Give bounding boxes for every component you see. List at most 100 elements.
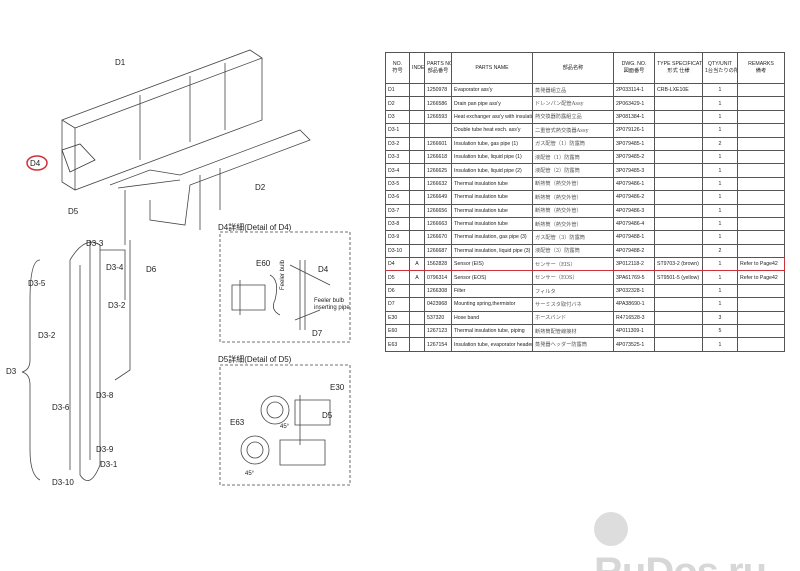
table-cell: 2P033114-1 bbox=[613, 82, 655, 98]
table-cell: 1 bbox=[702, 203, 738, 218]
table-cell: 1266601 bbox=[424, 136, 452, 151]
table-cell: 1 bbox=[702, 283, 738, 299]
d4-callout-circle bbox=[26, 155, 48, 171]
table-cell: 1266649 bbox=[424, 190, 452, 205]
label-e30: E30 bbox=[330, 383, 345, 392]
table-cell: 2P079126-1 bbox=[613, 123, 655, 138]
table-cell bbox=[737, 109, 785, 125]
table-cell bbox=[409, 109, 425, 125]
watermark: RuDos.ru bbox=[594, 505, 800, 571]
table-cell: 1 bbox=[702, 270, 738, 285]
table-cell: 4P079488-1 bbox=[613, 230, 655, 245]
table-cell: Insulation tube, gas pipe (1) bbox=[451, 136, 533, 151]
table-cell: 1 bbox=[702, 190, 738, 205]
table-cell: 1266625 bbox=[424, 163, 452, 178]
table-cell: ガス配管（1）防露筒 bbox=[532, 136, 614, 151]
table-cell bbox=[737, 149, 785, 165]
table-cell: D3-6 bbox=[385, 190, 410, 205]
label-inserting-pipe-1: Feeler bulb bbox=[314, 298, 345, 304]
coil bbox=[61, 143, 96, 173]
table-cell: Thermal insulation tube bbox=[451, 203, 533, 218]
table-cell: 1 bbox=[702, 337, 738, 352]
table-cell: D3-8 bbox=[385, 216, 410, 232]
table-cell bbox=[737, 243, 785, 259]
table-cell bbox=[737, 96, 785, 111]
header-text: 図面番号 bbox=[623, 68, 645, 74]
header-text: 符号 bbox=[392, 68, 403, 74]
table-cell: 2 bbox=[702, 136, 738, 151]
label-d4: D4 bbox=[30, 159, 41, 168]
header-text: INDEX bbox=[412, 64, 425, 71]
table-cell: Thermal insulation, gas pipe (3) bbox=[451, 230, 533, 245]
label-e63: E63 bbox=[230, 418, 245, 427]
table-cell: 2P063429-1 bbox=[613, 96, 655, 111]
table-cell: Thermal insulation tube bbox=[451, 216, 533, 232]
table-cell bbox=[409, 297, 425, 312]
table-cell bbox=[424, 123, 452, 138]
table-cell: 1250978 bbox=[424, 82, 452, 98]
table-cell bbox=[737, 310, 785, 326]
table-cell: 3P032328-1 bbox=[613, 283, 655, 299]
table-cell: 537320 bbox=[424, 310, 452, 326]
table-cell bbox=[409, 82, 425, 98]
table-cell: 3P079485-1 bbox=[613, 136, 655, 151]
table-cell bbox=[737, 163, 785, 178]
table-cell bbox=[737, 190, 785, 205]
label-d3-8: D3-8 bbox=[96, 391, 114, 400]
table-cell bbox=[409, 337, 425, 352]
table-cell bbox=[409, 190, 425, 205]
table-cell: D7 bbox=[385, 297, 410, 312]
table-cell: 1266618 bbox=[424, 149, 452, 165]
table-cell: サーミスタ取付バネ bbox=[532, 297, 614, 312]
table-cell: D1 bbox=[385, 82, 410, 98]
table-cell: 蒸発器ヘッダー防露筒 bbox=[532, 337, 614, 352]
label-d3-10: D3-10 bbox=[52, 478, 74, 487]
table-cell: D5 bbox=[385, 270, 410, 285]
table-cell bbox=[409, 149, 425, 165]
table-cell: 液配管（2）防露筒 bbox=[532, 163, 614, 178]
table-cell: Insulation tube, liquid pipe (1) bbox=[451, 149, 533, 165]
table-cell: Refer to Page42 bbox=[737, 270, 785, 285]
table-cell: Double tube heat exch. ass'y bbox=[451, 123, 533, 138]
header-text: DWG. NO. bbox=[621, 61, 647, 67]
table-cell bbox=[654, 176, 703, 192]
table-cell: 1266586 bbox=[424, 96, 452, 111]
header-text: NO. bbox=[392, 61, 403, 67]
header-text: QTY/UNIT bbox=[707, 61, 733, 67]
table-cell: R4716528-3 bbox=[613, 310, 655, 326]
table-cell: 4P073525-1 bbox=[613, 337, 655, 352]
table-cell: 1266670 bbox=[424, 230, 452, 245]
table-cell: Sensor (EIS) bbox=[451, 257, 533, 272]
column-header: DWG. NO.図面番号 bbox=[613, 52, 655, 84]
table-cell: 1266593 bbox=[424, 109, 452, 125]
label-d1: D1 bbox=[115, 58, 126, 67]
table-cell: D3 bbox=[385, 109, 410, 125]
label-d3-6: D3-6 bbox=[52, 403, 70, 412]
table-cell bbox=[409, 176, 425, 192]
label-d5-detail: D5 bbox=[322, 411, 333, 420]
label-d7: D7 bbox=[312, 329, 323, 338]
table-cell: 1 bbox=[702, 109, 738, 125]
table-cell bbox=[654, 216, 703, 232]
table-cell: D3-5 bbox=[385, 176, 410, 192]
column-header: TYPE SPECIFICATION形式 仕様 bbox=[654, 52, 703, 84]
label-d4-detail: D4 bbox=[318, 265, 329, 274]
label-d3-5: D3-5 bbox=[28, 279, 46, 288]
table-cell bbox=[737, 324, 785, 339]
watermark-logo-icon bbox=[594, 512, 628, 547]
table-cell: A bbox=[409, 257, 425, 272]
table-cell: センサー（EIS） bbox=[532, 257, 614, 272]
table-cell: センサー（EOS） bbox=[532, 270, 614, 285]
table-cell: E60 bbox=[385, 324, 410, 339]
table-cell bbox=[737, 82, 785, 98]
label-d3-2b: D3-2 bbox=[38, 331, 56, 340]
